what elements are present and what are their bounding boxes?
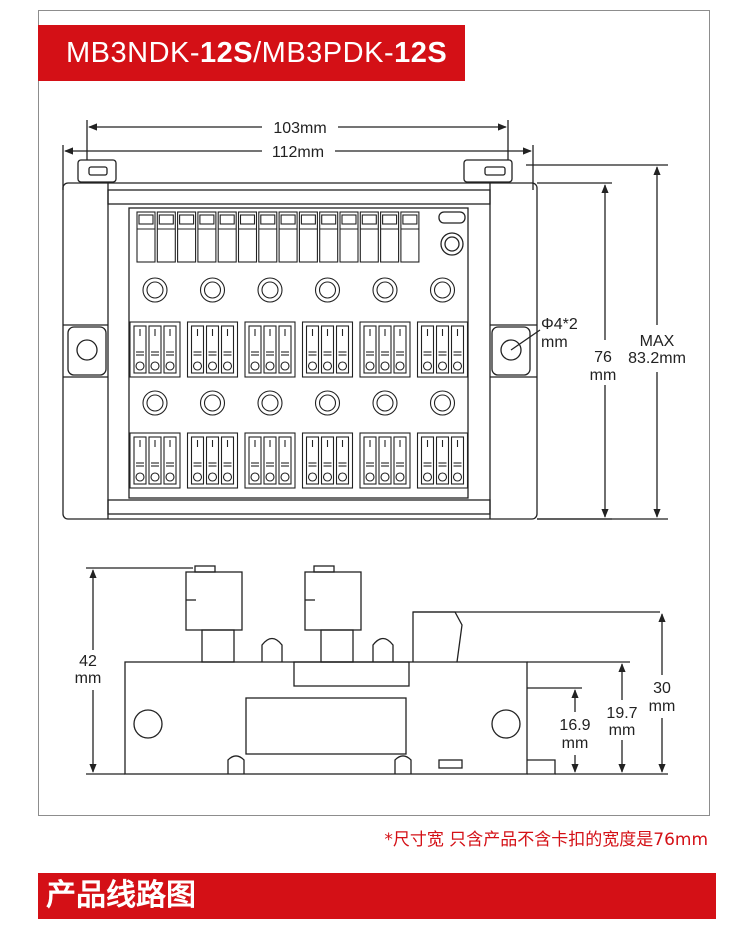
dim-max-label: MAX (640, 333, 675, 350)
title-text-4: 12S (394, 37, 448, 69)
terminal (298, 211, 318, 263)
terminal (136, 211, 156, 263)
title-banner: MB3NDK-12S/MB3PDK-12S (38, 25, 465, 81)
channel-block (359, 277, 411, 378)
channel-block (244, 390, 296, 489)
channel-block (301, 277, 354, 378)
channel-block (416, 390, 469, 489)
diagram-frame (38, 10, 710, 816)
dim-body-height-unit: mm (590, 367, 617, 384)
dim-max-height: 83.2mm (628, 350, 686, 367)
terminal (359, 211, 379, 263)
terminal (400, 211, 420, 263)
terminal-strip (136, 211, 420, 263)
dim-rail-height: 30 (653, 680, 671, 697)
channel-block (301, 390, 354, 489)
title-text-1: MB3NDK- (66, 37, 201, 69)
title-text-2: 12S (200, 37, 254, 69)
dim-width-outer: 112mm (272, 144, 324, 161)
channel-block (129, 390, 181, 489)
terminal (258, 211, 278, 263)
terminal (156, 211, 176, 263)
dim-side-height: 42 (79, 653, 97, 670)
dim-rail-height-unit: mm (649, 698, 676, 715)
terminal (217, 211, 237, 263)
terminal (319, 211, 339, 263)
terminal (237, 211, 258, 263)
title-text-3: /MB3PDK- (253, 37, 395, 69)
terminal (339, 211, 359, 263)
channel-block (244, 277, 296, 378)
dim-hole-unit: mm (541, 334, 568, 351)
terminal (380, 211, 400, 263)
width-note: *尺寸宽 只含产品不含卡扣的宽度是76mm (384, 830, 708, 850)
terminal (197, 211, 217, 263)
channel-block (416, 277, 469, 378)
terminal (177, 211, 197, 263)
dim-hole: Φ4*2 (541, 316, 578, 333)
section-title: 产品线路图 (38, 873, 716, 919)
dim-16-9-unit: mm (562, 735, 589, 752)
dim-16-9: 16.9 (559, 717, 590, 734)
terminal (278, 211, 298, 263)
channel-block (186, 277, 239, 378)
dim-19-7-unit: mm (609, 722, 636, 739)
dim-side-height-unit: mm (75, 670, 102, 687)
channel-block (359, 390, 411, 489)
dim-19-7: 19.7 (606, 705, 637, 722)
channel-block (129, 277, 181, 378)
dim-width-inner: 103mm (273, 120, 326, 137)
dim-body-height: 76 (594, 349, 612, 366)
channel-blocks (129, 277, 469, 489)
channel-block (186, 390, 239, 489)
